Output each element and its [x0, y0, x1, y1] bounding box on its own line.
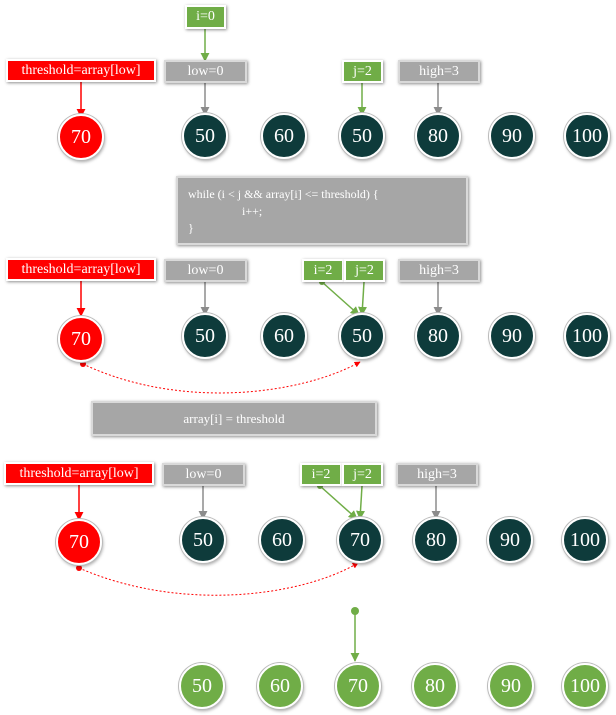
- low-label: low=0: [164, 259, 247, 282]
- code-block: while (i < j && array[i] <= threshold) {…: [176, 176, 468, 245]
- i-pointer-label: i=0: [185, 5, 226, 29]
- array-node-2: 50: [339, 313, 385, 359]
- j-label: j=2: [342, 463, 383, 486]
- low-label: low=0: [162, 463, 245, 486]
- array-node-2: 50: [339, 113, 385, 159]
- array-node-0: 50: [182, 113, 228, 159]
- result-node-3: 80: [412, 663, 458, 709]
- code-line-3: }: [188, 221, 194, 235]
- move-arrow: [78, 562, 359, 596]
- high-label: high=3: [398, 60, 480, 83]
- array-node-3: 80: [415, 113, 461, 159]
- pivot-node: 70: [56, 519, 102, 565]
- result-node-4: 90: [488, 663, 534, 709]
- result-node-0: 50: [179, 663, 225, 709]
- array-node-4: 90: [489, 113, 535, 159]
- array-node-2: 70: [337, 517, 383, 563]
- array-node-0: 50: [180, 517, 226, 563]
- array-node-0: 50: [182, 313, 228, 359]
- array-node-5: 100: [562, 517, 608, 563]
- pivot-node: 70: [58, 114, 104, 160]
- array-node-4: 90: [489, 313, 535, 359]
- array-node-5: 100: [564, 113, 610, 159]
- j-arrow: [355, 485, 365, 520]
- result-node-2: 70: [335, 663, 381, 709]
- j-label: j=2: [344, 259, 385, 282]
- result-node-1: 60: [257, 663, 303, 709]
- i-arrow: [321, 281, 360, 316]
- array-node-3: 80: [413, 517, 459, 563]
- high-label: high=3: [398, 259, 480, 282]
- array-node-1: 60: [261, 113, 307, 159]
- assign-block: array[i] = threshold: [91, 401, 377, 436]
- result-node-5: 100: [562, 663, 608, 709]
- threshold-label: threshold=array[low]: [4, 462, 154, 485]
- i-arrow: [319, 485, 358, 520]
- code-line-2: i++;: [242, 204, 263, 218]
- high-label: high=3: [396, 463, 478, 486]
- move-arrow: [82, 361, 361, 394]
- array-node-4: 90: [487, 517, 533, 563]
- array-node-1: 60: [261, 313, 307, 359]
- array-node-1: 60: [259, 517, 305, 563]
- threshold-label: threshold=array[low]: [6, 59, 156, 82]
- result-arrow-dot: [351, 607, 359, 615]
- move-arrow-dot: [76, 565, 82, 571]
- j-arrow: [357, 281, 367, 316]
- threshold-label: threshold=array[low]: [6, 258, 156, 281]
- array-node-3: 80: [415, 313, 461, 359]
- i-label: i=2: [300, 463, 342, 486]
- pivot-node: 70: [58, 316, 104, 362]
- i-label: i=2: [302, 259, 344, 282]
- j-label: j=2: [342, 60, 383, 83]
- code-line-1: while (i < j && array[i] <= threshold) {: [188, 187, 379, 201]
- low-label: low=0: [164, 60, 247, 83]
- move-arrow-dot: [80, 361, 86, 367]
- array-node-5: 100: [564, 313, 610, 359]
